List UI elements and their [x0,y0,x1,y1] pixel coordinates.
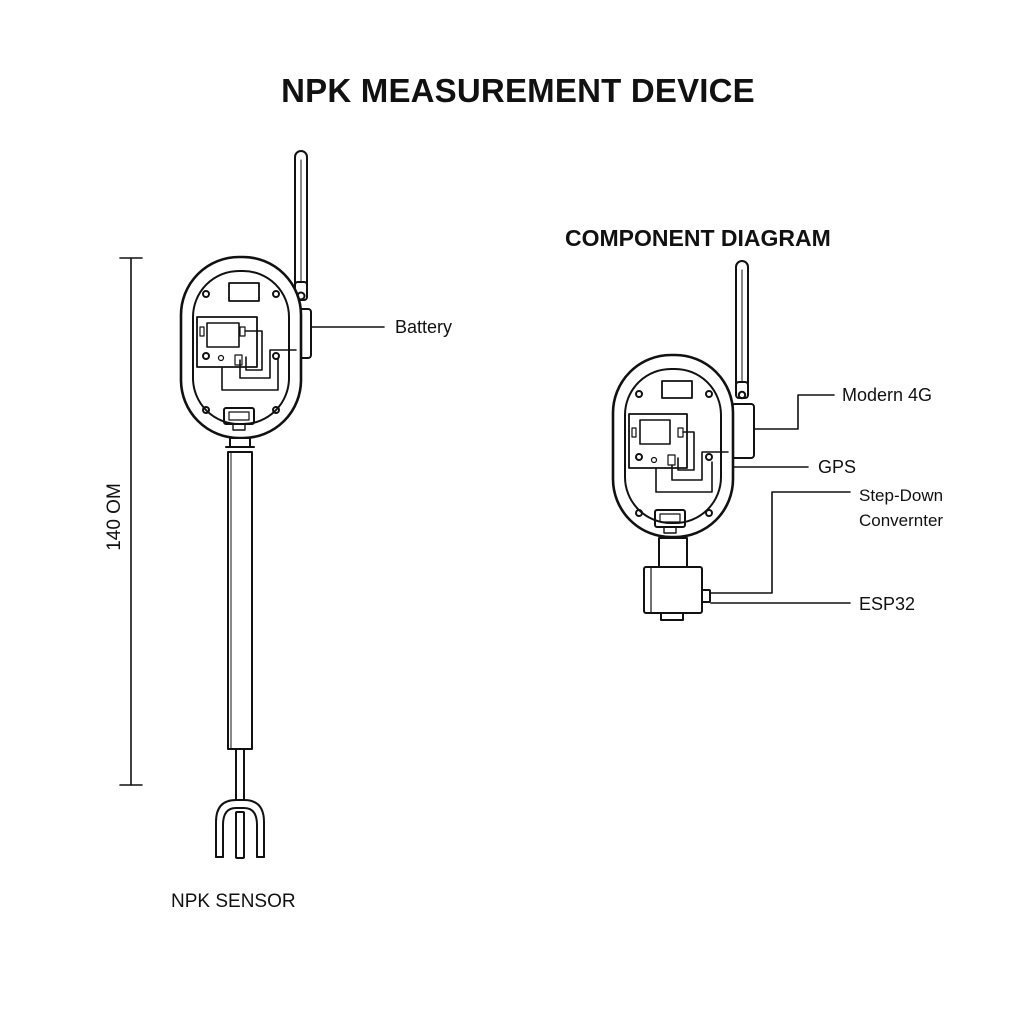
component-leaders [711,395,850,603]
diagram-title: NPK MEASUREMENT DEVICE [281,72,755,109]
dimension-line [120,258,142,785]
gps-label: GPS [818,457,857,477]
battery-label: Battery [395,317,453,337]
antenna-icon [736,261,748,398]
step-down-leader [711,492,850,593]
dimension-label: 140 OM [104,483,125,551]
enclosure [613,355,733,537]
step-down-label-line1: Step-Down [859,486,944,505]
enclosure [181,257,301,438]
modem-module [732,404,754,458]
step-down-label-line2: Convernter [859,511,944,530]
modem-label: Modern 4G [842,385,933,405]
device-full [120,151,384,858]
probe-shaft [226,438,254,749]
modem-leader [754,395,834,429]
neck [659,538,687,568]
esp32-module [644,567,710,620]
antenna-icon [295,151,307,300]
component-diagram-title: COMPONENT DIAGRAM [565,225,831,251]
step-down-label: Step-Down Convernter [859,483,943,533]
esp32-label: ESP32 [859,594,916,614]
npk-sensor-fork [216,749,264,858]
sensor-label: NPK SENSOR [171,891,296,912]
device-component [613,261,850,620]
